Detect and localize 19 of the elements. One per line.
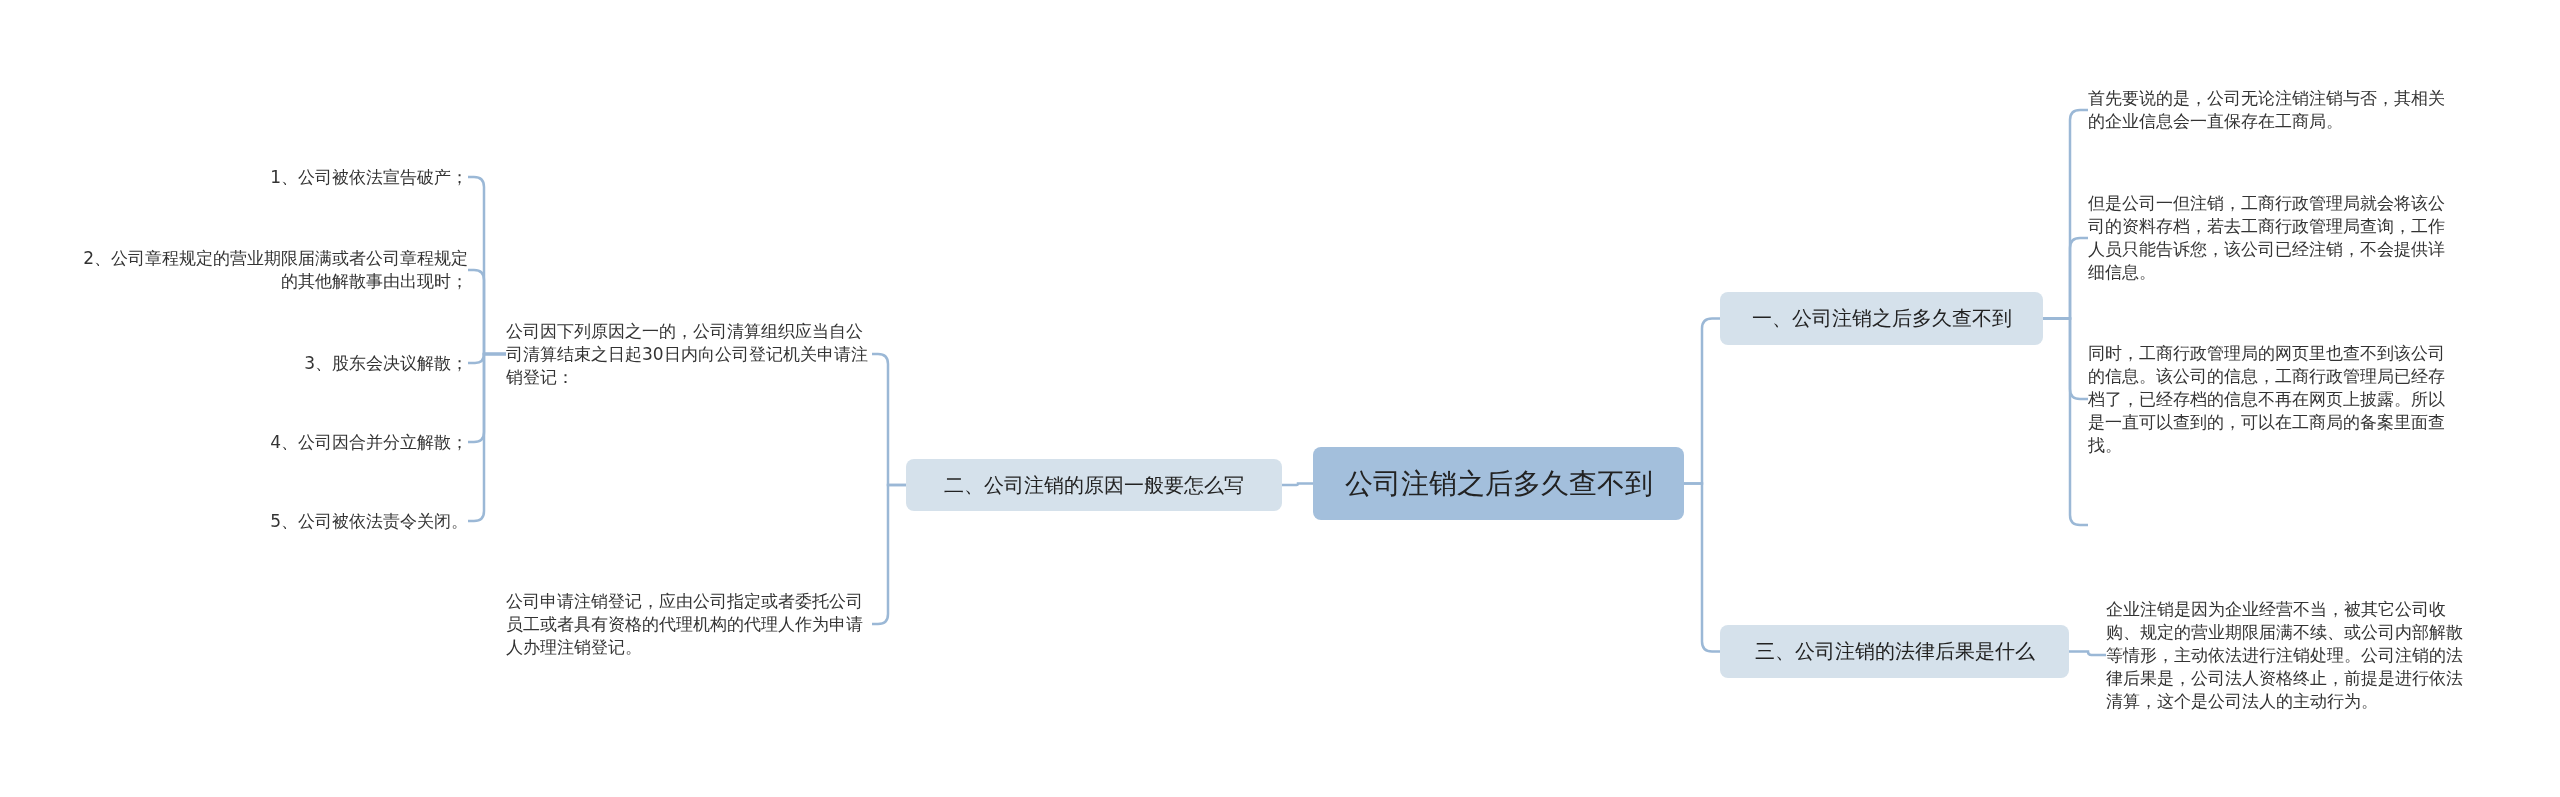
topic-text: 5、公司被依法责令关闭。 — [270, 509, 468, 533]
branch-topic-box: 三、公司注销的法律后果是什么 — [1720, 625, 2069, 678]
branch-topic-box: 一、公司注销之后多久查不到 — [1720, 292, 2043, 345]
connector-line — [2069, 650, 2106, 657]
topic-text: 首先要说的是，公司无论注销注销与否，其相关的企业信息会一直保存在工商局。 — [2088, 87, 2446, 133]
connector-line — [2043, 317, 2088, 527]
topic-text: 2、公司章程规定的营业期限届满或者公司章程规定的其他解散事由出现时； — [82, 247, 468, 293]
topic-text: 1、公司被依法宣告破产； — [270, 165, 468, 189]
topic-text: 同时，工商行政管理局的网页里也查不到该公司的信息。该公司的信息，工商行政管理局已经存档了，已经存档的信息不再在网页上披露。所以是一直可以查到的，可以在工商局的备案里面查找。 — [2088, 341, 2446, 457]
branch-topic-box: 二、公司注销的原因一般要怎么写 — [906, 459, 1282, 511]
connector-line — [1282, 482, 1313, 487]
topic-text: 但是公司一但注销，工商行政管理局就会将该公司的资料存档，若去工商行政管理局查询，工作人员只能告诉您，该公司已经注销，不会提供详细信息。 — [2088, 192, 2446, 284]
central-topic-box: 公司注销之后多久查不到 — [1313, 447, 1684, 520]
connector-line — [1684, 482, 1720, 653]
topic-text: 公司申请注销登记，应由公司指定或者委托公司员工或者具有资格的代理机构的代理人作为申请人办理注销登记。 — [506, 589, 864, 659]
topic-text: 公司因下列原因之一的，公司清算组织应当自公司清算结束之日起30日内向公司登记机关申请注销登记： — [506, 319, 869, 389]
topic-text: 4、公司因合并分立解散； — [270, 430, 468, 454]
topic-text: 企业注销是因为企业经营不当，被其它公司收购、规定的营业期限届满不续、或公司内部解散等情形，主动依法进行注销处理。公司注销的法律后果是，公司法人资格终止，前提是进行依法清算，这个是公司法人的主动行为。 — [2106, 597, 2464, 713]
topic-text: 3、股东会决议解散； — [304, 351, 468, 375]
